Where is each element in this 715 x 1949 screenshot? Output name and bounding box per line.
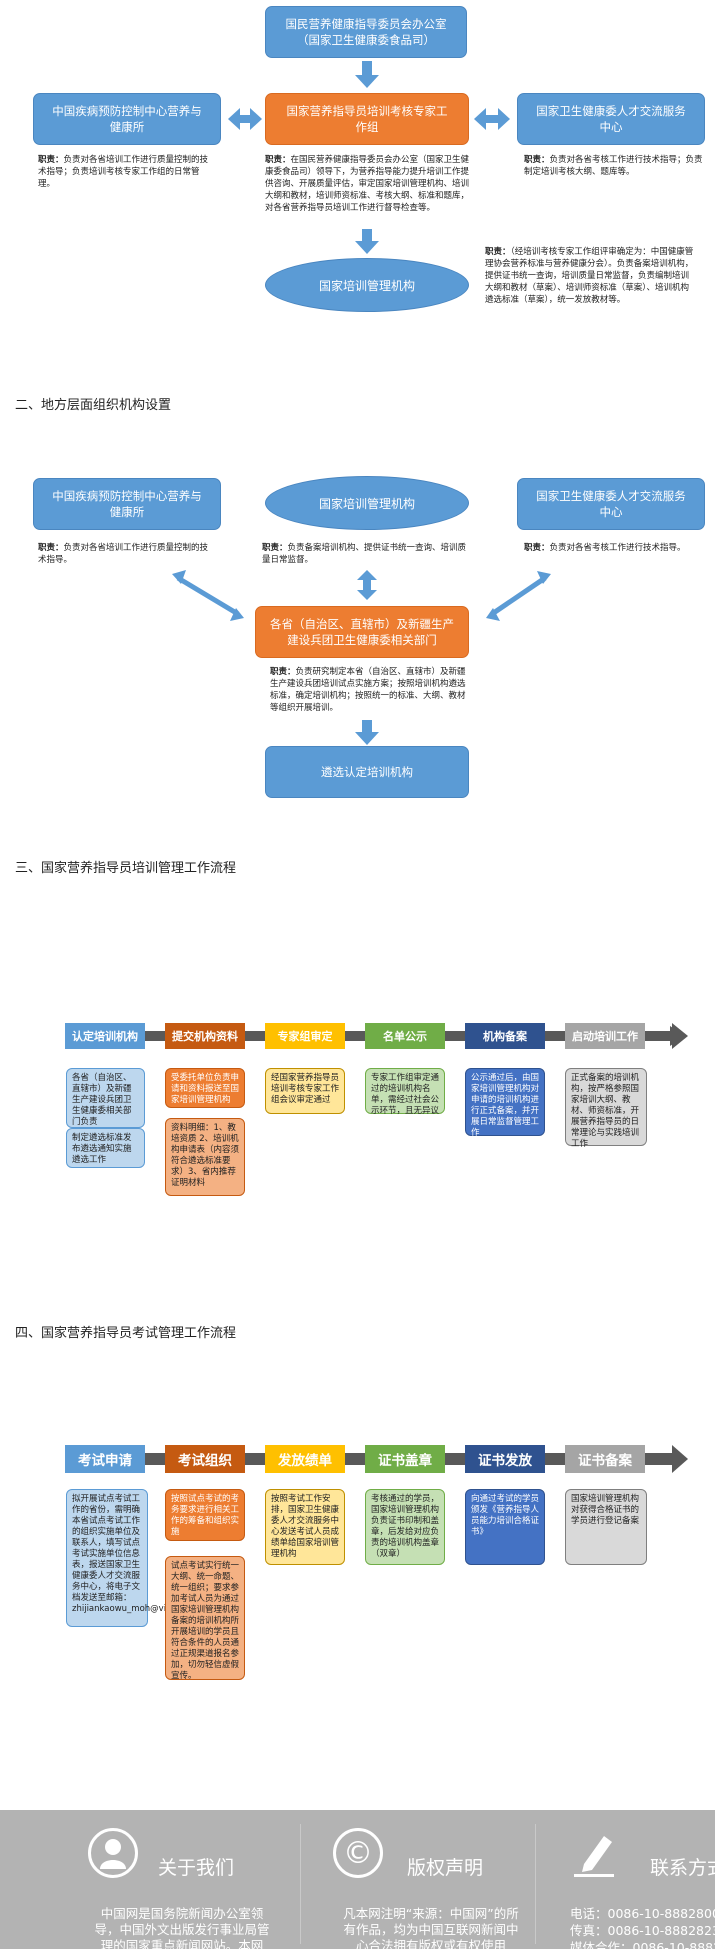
duty-label: 职责： — [485, 247, 511, 257]
footer-copyright-text: 凡本网注明“来源：中国网”的所有作品，均为中国互联网新闻中心合法拥有版权或有权使… — [343, 1906, 519, 1949]
pencil-icon — [570, 1828, 620, 1882]
user-icon — [88, 1828, 138, 1878]
arrow-province-to-bottom — [355, 720, 379, 745]
s2-right-duty: 职责：负责对各省考核工作进行技术指导。 — [524, 542, 704, 554]
duty-text: 负责对各省考核工作进行技术指导；负责制定培训考核大纲、题库等。 — [524, 155, 703, 177]
flow4-card: 国家培训管理机构对获得合格证书的学员进行登记备案 — [565, 1489, 647, 1565]
duty-label: 职责： — [262, 543, 288, 553]
flow3-arrowhead-tip — [672, 1023, 688, 1049]
section4-heading: 四、国家营养指导员考试管理工作流程 — [15, 1326, 237, 1341]
flow3-step-review: 专家组审定 — [265, 1023, 345, 1049]
s2-national-agency-ellipse: 国家培训管理机构 — [265, 476, 469, 530]
duty-label: 职责： — [38, 155, 64, 165]
center-expert-group-box: 国家营养指导员培训考核专家工作组 — [265, 93, 469, 145]
flow4-step-apply: 考试申请 — [65, 1445, 145, 1473]
top-office-box: 国民营养健康指导委员会办公室（国家卫生健康委食品司） — [265, 6, 467, 58]
footer-contact-title[interactable]: 联系方式 — [650, 1857, 715, 1879]
duty-text: 负责备案培训机构、提供证书统一查询、培训质量日常监督。 — [262, 543, 467, 565]
s2-right-talent-box: 国家卫生健康委人才交流服务中心 — [517, 478, 705, 530]
arrow-top-to-center — [355, 61, 379, 88]
duty-label: 职责： — [270, 667, 296, 677]
duty-label: 职责： — [265, 155, 291, 165]
flow4-step-stamp: 证书盖章 — [365, 1445, 445, 1473]
flow4-step-send-scores: 发放绩单 — [265, 1445, 345, 1473]
site-footer: 关于我们 中国网是国务院新闻办公室领导，中国外文出版发行事业局管理的国家重点新闻… — [0, 1810, 715, 1949]
duty-text: 在国民营养健康指导委员会办公室（国家卫生健康委食品司）领导下，为营养指导能力提升… — [265, 155, 470, 213]
flow4-step-organize: 考试组织 — [165, 1445, 245, 1473]
province-health-commission-box: 各省（自治区、直辖市）及新疆生产建设兵团卫生健康委相关部门 — [255, 606, 469, 658]
arrow-right-to-province — [486, 571, 551, 621]
arrow-center-right-bidirectional — [474, 108, 510, 130]
footer-divider — [535, 1824, 536, 1944]
flow4-card: 考核通过的学员，国家培训管理机构负责证书印制和盖章，后发给对应负责的培训机构盖章… — [365, 1489, 445, 1565]
province-duty: 职责：负责研究制定本省（自治区、直辖市）及新疆生产建设兵团培训试点实施方案；按照… — [270, 666, 470, 714]
flow3-step-certify: 认定培训机构 — [65, 1023, 145, 1049]
footer-about-title[interactable]: 关于我们 — [158, 1857, 235, 1879]
flow3-card: 正式备案的培训机构，按严格参照国家培训大纲、教材、师资标准，开展营养指导员的日常… — [565, 1068, 647, 1149]
duty-label: 职责： — [38, 543, 64, 553]
left-cdc-box: 中国疾病预防控制中心营养与健康所 — [33, 93, 221, 145]
flow3-card: 经国家营养指导员培训考核专家工作组会议审定通过 — [265, 1068, 345, 1114]
flow4-arrowhead-tip — [672, 1445, 688, 1473]
arrow-center-left-bidirectional — [228, 108, 262, 130]
flow4-card: 按照试点考试的考务要求进行相关工作的筹备和组织实施 — [165, 1489, 245, 1541]
footer-divider — [300, 1824, 301, 1944]
flow4-card: 拟开展试点考试工作的省份，需明确本省试点考试工作的组织实施单位及联系人，填写试点… — [66, 1489, 212, 1627]
footer-about-text: 中国网是国务院新闻办公室领导，中国外文出版发行事业局管理的国家重点新闻网站。本网 — [94, 1906, 270, 1949]
duty-text: 负责研究制定本省（自治区、直辖市）及新疆生产建设兵团培训试点实施方案；按照培训机… — [270, 667, 466, 713]
duty-label: 职责： — [524, 543, 550, 553]
left-cdc-duty: 职责：负责对各省培训工作进行质量控制的技术指导；负责培训考核专家工作组的日常管理… — [38, 154, 216, 190]
flow3-card: 各省（自治区、直辖市）及新疆生产建设兵团卫生健康委相关部门负责 — [66, 1068, 145, 1128]
flow3-step-filing: 机构备案 — [465, 1023, 545, 1049]
flow4-card: 向通过考试的学员颁发《营养指导人员能力培训合格证书》 — [465, 1489, 545, 1565]
duty-text: 负责对各省培训工作进行质量控制的技术指导；负责培训考核专家工作组的日常管理。 — [38, 155, 209, 189]
flow3-card: 资料明细：1、教培资质 2、培训机构申请表（内容须符合遴选标准要求）3、省内推荐… — [165, 1118, 245, 1196]
s2-center-duty: 职责：负责备案培训机构、提供证书统一查询、培训质量日常监督。 — [262, 542, 474, 566]
flow3-card: 专家工作组审定通过的培训机构名单，需经过社会公示环节，且无异议 — [365, 1068, 445, 1116]
arrow-left-to-province — [172, 570, 244, 621]
section3-heading: 三、国家营养指导员培训管理工作流程 — [15, 861, 237, 876]
footer-contact-phone: 电话：0086-10-88828000 — [570, 1906, 715, 1921]
right-center-duty: 职责：负责对各省考核工作进行技术指导；负责制定培训考核大纲、题库等。 — [524, 154, 704, 178]
flow3-card: 受委托单位负责申请和资料报送至国家培训管理机构 — [165, 1068, 245, 1108]
flow3-card: 公示通过后，由国家培训管理机构对申请的培训机构进行正式备案，并开展日常监督管理工… — [465, 1068, 545, 1138]
copyright-icon: © — [333, 1828, 383, 1878]
arrow-ellipse-to-province-bidirectional — [357, 570, 377, 600]
duty-label: 职责： — [524, 155, 550, 165]
footer-copyright-title[interactable]: 版权声明 — [407, 1857, 484, 1879]
flow4-card: 按照考试工作安排，国家卫生健康委人才交流服务中心发送考试人员成绩单给国家培训管理… — [265, 1489, 345, 1565]
s2-left-duty: 职责：负责对各省培训工作进行质量控制的技术指导。 — [38, 542, 216, 566]
flow4-card: 试点考试实行统一大纲、统一命题、统一组织；要求参加考试人员为通过国家培训管理机构… — [165, 1556, 245, 1681]
flow3-step-submit: 提交机构资料 — [165, 1023, 245, 1049]
select-training-institution-box: 遴选认定培训机构 — [265, 746, 469, 798]
duty-text: 负责对各省考核工作进行技术指导。 — [549, 543, 686, 553]
flow4-step-issue: 证书发放 — [465, 1445, 545, 1473]
flow4-step-record: 证书备案 — [565, 1445, 645, 1473]
flow3-card: 制定遴选标准发布遴选通知实施遴选工作 — [66, 1128, 145, 1168]
right-talent-center-box: 国家卫生健康委人才交流服务中心 — [517, 93, 705, 145]
national-training-agency-ellipse: 国家培训管理机构 — [265, 258, 469, 312]
duty-text: （经培训考核专家工作组评审确定为：中国健康管理协会营养标准与营养健康分会）。负责… — [485, 247, 694, 305]
footer-contact-media: 媒体合作：0086-10-88828 — [570, 1940, 715, 1949]
ellipse-agency-duty: 职责：（经培训考核专家工作组评审确定为：中国健康管理协会营养标准与营养健康分会）… — [485, 246, 695, 306]
s2-left-cdc-box: 中国疾病预防控制中心营养与健康所 — [33, 478, 221, 530]
section2-heading: 二、地方层面组织机构设置 — [15, 398, 172, 413]
duty-text: 负责对各省培训工作进行质量控制的技术指导。 — [38, 543, 209, 565]
center-group-duty: 职责：在国民营养健康指导委员会办公室（国家卫生健康委食品司）领导下，为营养指导能… — [265, 154, 475, 214]
footer-contact-fax: 传真：0086-10-88828231 — [570, 1923, 715, 1938]
flow3-step-start-training: 启动培训工作 — [565, 1023, 645, 1049]
arrow-center-to-ellipse — [355, 229, 379, 254]
flow3-step-publicity: 名单公示 — [365, 1023, 445, 1049]
